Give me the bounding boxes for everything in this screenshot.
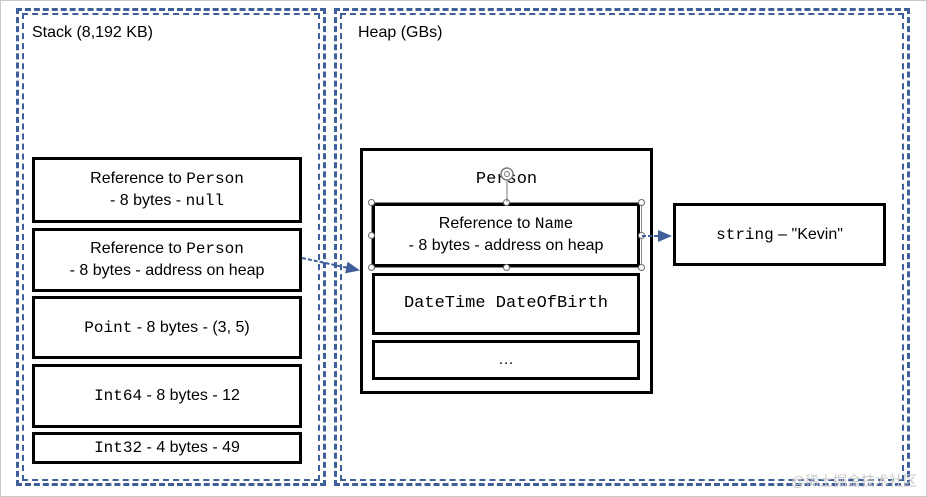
stack-item-type: Int32 xyxy=(94,439,143,457)
resize-handle[interactable] xyxy=(368,199,375,206)
stack-item-text: Reference to xyxy=(90,170,187,187)
stack-item-value: null xyxy=(185,192,224,210)
watermark: @稀土掘金技术社区 xyxy=(790,473,917,489)
string-value: – "Kevin" xyxy=(773,225,843,243)
stack-item-text: - 8 bytes - address on heap xyxy=(69,262,265,279)
stack-item-text: Reference to xyxy=(90,240,187,257)
stack-region xyxy=(16,8,326,486)
resize-handle[interactable] xyxy=(368,232,375,239)
stack-item-type: Person xyxy=(186,170,244,188)
heap-string-box: string – "Kevin" xyxy=(673,203,886,266)
resize-handle[interactable] xyxy=(503,264,510,271)
field-text: - 8 bytes - address on heap xyxy=(408,237,604,254)
stack-item-int32: Int32 - 4 bytes - 49 xyxy=(32,432,302,464)
stack-item-text: - 8 bytes - (3, 5) xyxy=(132,318,250,336)
string-type: string xyxy=(716,225,774,244)
stack-item-type: Int64 xyxy=(94,387,143,405)
person-field-more: … xyxy=(372,340,640,380)
rotate-handle-icon xyxy=(500,167,514,181)
stack-item-point: Point - 8 bytes - (3, 5) xyxy=(32,296,302,359)
stack-item-text: - 8 bytes - 12 xyxy=(142,387,240,404)
resize-handle[interactable] xyxy=(638,264,645,271)
stack-item-type: Person xyxy=(186,240,244,258)
field-text: Reference to xyxy=(438,215,535,232)
field-declaration: DateTime DateOfBirth xyxy=(403,294,609,313)
stack-item-text: - 4 bytes - 49 xyxy=(142,439,240,456)
stack-item-type: Point xyxy=(84,318,133,337)
stack-item-text: - 8 bytes - xyxy=(110,192,186,209)
stack-label: Stack (8,192 KB) xyxy=(32,24,153,41)
arrow-stack-to-person xyxy=(301,257,360,274)
field-type: Name xyxy=(534,215,574,233)
stack-region-inner-border xyxy=(22,13,320,481)
resize-handle[interactable] xyxy=(638,199,645,206)
stack-item-int64: Int64 - 8 bytes - 12 xyxy=(32,364,302,428)
stack-item-person-address: Reference to Person - 8 bytes - address … xyxy=(32,228,302,292)
heap-region xyxy=(334,8,910,486)
person-field-dateofbirth: DateTime DateOfBirth xyxy=(372,273,640,335)
heap-region-inner-border xyxy=(340,13,904,481)
heap-label: Heap (GBs) xyxy=(358,24,443,41)
stack-item-person-null: Reference to Person - 8 bytes - null xyxy=(32,157,302,223)
ellipsis-text: … xyxy=(498,351,514,368)
resize-handle[interactable] xyxy=(368,264,375,271)
